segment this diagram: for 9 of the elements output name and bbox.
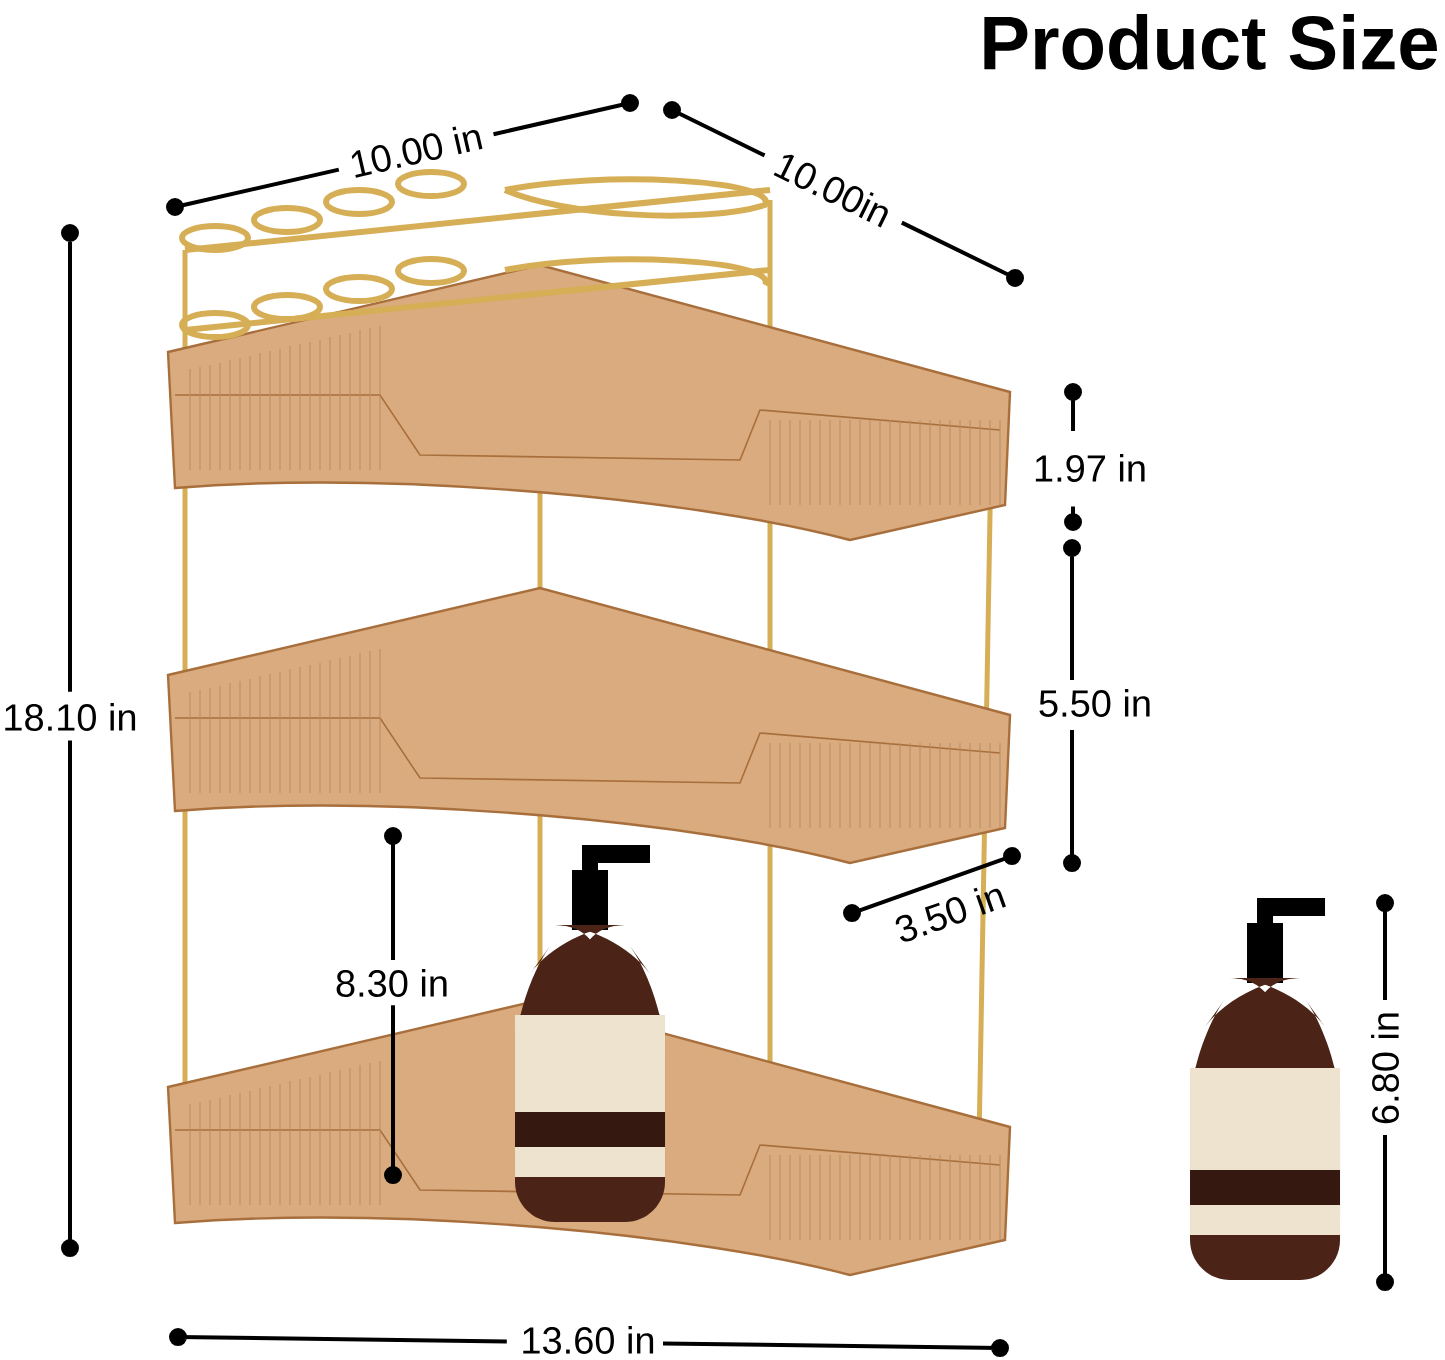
dimension-label: 8.30 in <box>336 969 447 997</box>
dimension-label: 3.50 in <box>895 887 1006 942</box>
dimension-label: 1.97 in <box>1035 454 1145 482</box>
dimension-label: 13.60 in <box>523 1326 654 1354</box>
title: Product Size <box>984 14 1437 70</box>
dimension-label: 18.10 in <box>5 703 136 731</box>
dimension-label: 10.00 in <box>351 126 483 178</box>
dimension-label: 6.80 in <box>1371 1013 1399 1124</box>
dimension-label: 5.50 in <box>1039 689 1150 717</box>
